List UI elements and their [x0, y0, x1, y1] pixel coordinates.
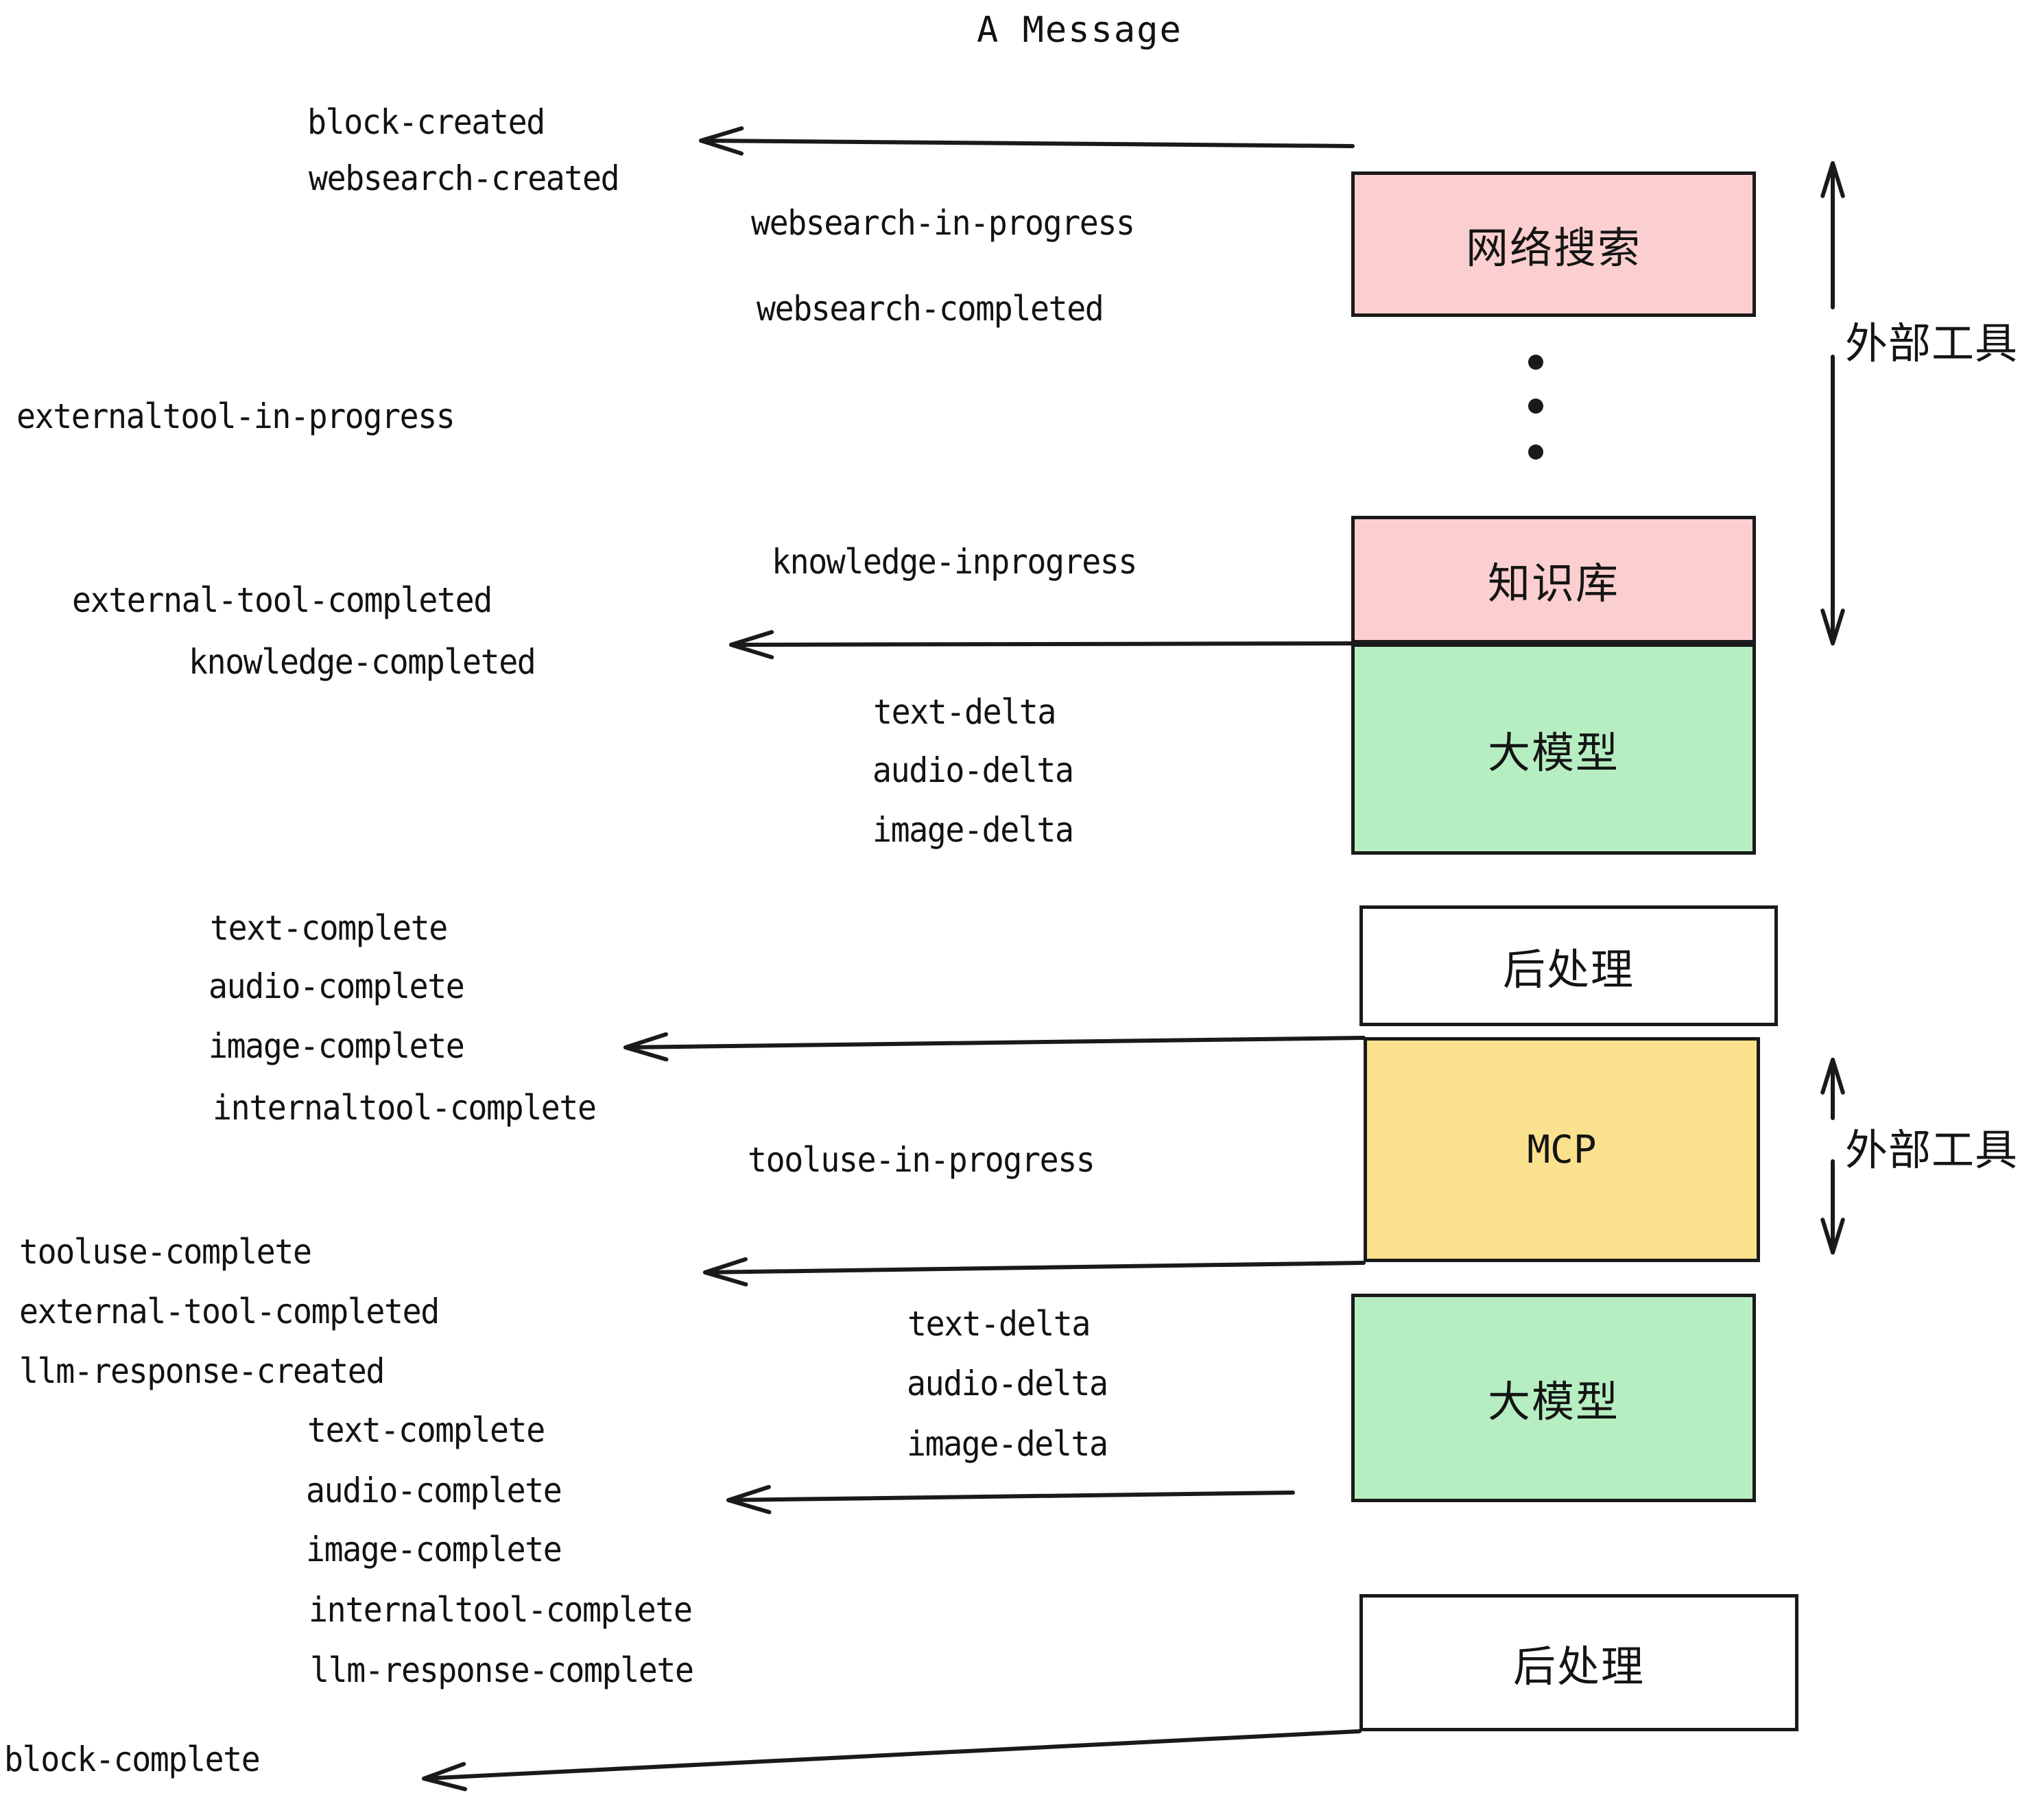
process-box-postprocess-2: 后处理 [1359, 1594, 1798, 1731]
event-label-text-delta-1: text-delta [873, 692, 1056, 732]
event-label-internaltool-complete-1: internaltool-complete [213, 1088, 597, 1128]
page-title: A Message [977, 10, 1183, 51]
event-label-text-delta-2: text-delta [907, 1304, 1091, 1344]
event-label-text-complete-2: text-complete [307, 1410, 545, 1450]
process-box-label: 网络搜索 [1465, 223, 1641, 273]
process-box-postprocess-1: 后处理 [1359, 905, 1778, 1026]
process-box-label: 大模型 [1487, 1377, 1619, 1427]
event-label-knowledge-completed: knowledge-completed [189, 642, 536, 682]
ellipsis-dot-3 [1528, 444, 1543, 460]
event-label-tooluse-complete: tooluse-complete [19, 1232, 312, 1272]
process-box-mcp: MCP [1364, 1037, 1760, 1262]
connector-arrow-tooluse-complete [703, 1257, 1366, 1287]
event-label-external-tool-completed2: external-tool-completed [19, 1292, 440, 1331]
bracket-ext-tools-top-down [1820, 355, 1845, 645]
event-label-audio-delta-1: audio-delta [872, 750, 1074, 790]
event-label-block-created: block-created [307, 102, 545, 142]
ellipsis-dot-2 [1528, 399, 1543, 414]
event-label-websearch-completed: websearch-completed [757, 289, 1104, 329]
bracket-ext-tools-bot-down [1820, 1159, 1845, 1255]
connector-arrow-image-complete [623, 1032, 1366, 1062]
event-label-llm-response-created: llm-response-created [19, 1351, 385, 1391]
event-label-tooluse-in-progress: tooluse-in-progress [748, 1140, 1095, 1180]
event-label-websearch-created: websearch-created [309, 158, 620, 198]
event-label-block-complete: block-complete [4, 1740, 261, 1779]
event-label-llm-response-complete: llm-response-complete [310, 1650, 694, 1690]
process-box-label: 后处理 [1502, 945, 1635, 995]
connector-arrow-audio-complete [726, 1484, 1295, 1515]
process-box-label: 后处理 [1512, 1641, 1645, 1692]
event-label-image-complete-2: image-complete [306, 1530, 562, 1569]
connector-arrow-block-complete [422, 1729, 1362, 1792]
ellipsis-dot-1 [1528, 355, 1543, 370]
process-box-label: 知识库 [1487, 558, 1619, 608]
event-label-image-delta-2: image-delta [907, 1424, 1108, 1464]
process-box-llm-1: 大模型 [1351, 643, 1756, 855]
process-box-llm-2: 大模型 [1351, 1294, 1756, 1502]
event-label-text-complete-1: text-complete [210, 908, 448, 948]
bracket-ext-tools-top-up [1820, 161, 1845, 309]
side-label-external-tools-top: 外部工具 [1845, 318, 2019, 368]
connector-arrow-block-created [699, 126, 1355, 156]
process-box-knowledgebase: 知识库 [1351, 516, 1756, 643]
event-label-audio-complete-1: audio-complete [209, 966, 465, 1006]
event-label-websearch-in-progress: websearch-in-progress [751, 203, 1135, 243]
event-label-internaltool-complete-2: internaltool-complete [309, 1590, 693, 1630]
process-box-label: 大模型 [1487, 728, 1619, 778]
event-label-knowledge-inprogress: knowledge-inprogress [772, 542, 1137, 582]
process-box-websearch: 网络搜索 [1351, 171, 1756, 317]
event-label-image-delta-1: image-delta [872, 810, 1074, 850]
connector-arrow-knowledge-complete [729, 630, 1355, 660]
event-label-audio-delta-2: audio-delta [907, 1364, 1108, 1403]
event-label-externaltool-in-progress: externaltool-in-progress [16, 396, 455, 436]
event-label-audio-complete-2: audio-complete [306, 1471, 562, 1510]
event-label-image-complete-1: image-complete [209, 1026, 465, 1066]
side-label-external-tools-bottom: 外部工具 [1845, 1125, 2019, 1175]
event-label-external-tool-completed1: external-tool-completed [72, 580, 492, 620]
process-box-label: MCP [1527, 1127, 1597, 1172]
bracket-ext-tools-bot-up [1820, 1058, 1845, 1120]
